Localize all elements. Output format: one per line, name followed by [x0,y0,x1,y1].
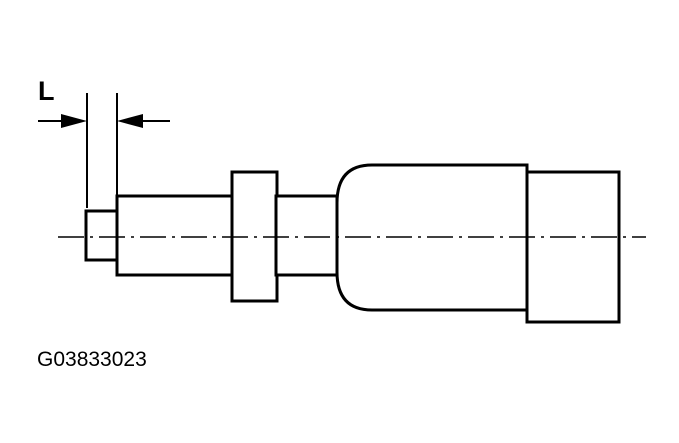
figure-id: G03833023 [37,348,147,371]
shaft-end-block [525,170,621,324]
dimension-arrows [38,114,170,128]
dimension-label: L [38,76,55,106]
shaft-neck [274,194,339,277]
shaft-tip [84,209,120,262]
shaft-section [115,194,235,277]
arrow-head-right [117,114,143,128]
arrow-head-left [61,114,87,128]
shaft [84,163,621,324]
